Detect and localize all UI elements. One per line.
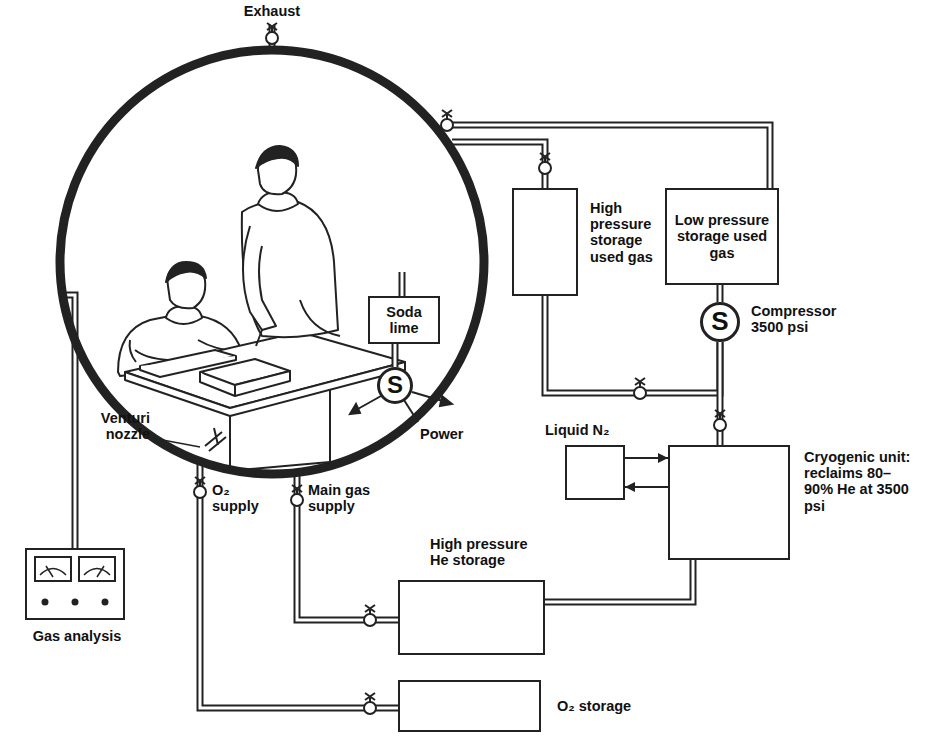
node-text: Soda lime (370, 304, 438, 336)
node-text: Low pressure storage used gas (667, 212, 777, 261)
pipe-wall (545, 296, 720, 393)
drawing-stroke (205, 428, 226, 451)
node-heading: Cryogenic unit: reclaims 80–90% He at 35… (804, 449, 916, 514)
drawing-stroke (43, 600, 48, 605)
flow-arrow (625, 453, 668, 463)
drawing-stroke (194, 477, 206, 498)
node-text: S (707, 307, 732, 336)
part-label: Venturi nozzle (80, 410, 150, 442)
drawing-stroke (103, 600, 108, 605)
drawing-stroke (440, 396, 452, 406)
gas-pipe (720, 285, 721, 302)
flow-arrow (625, 482, 668, 492)
drawing-stroke (256, 330, 262, 346)
pipe-bore (394, 344, 397, 367)
storage-tank: High pressure storage used gas (512, 188, 578, 296)
drawing-stroke (266, 23, 278, 44)
pipe-wall (392, 344, 399, 367)
pipe-bore (719, 285, 722, 302)
storage-tank: Low pressure storage used gas (665, 188, 779, 285)
gas-pipe (395, 344, 396, 367)
drawing-stroke (350, 404, 360, 414)
drawing-stroke (166, 262, 206, 282)
drawing-stroke (63, 24, 770, 708)
arrow-head (625, 482, 635, 492)
left-man (118, 262, 246, 376)
compressor-symbol: SCompressor 3500 psi (700, 302, 740, 342)
drawing-stroke (441, 110, 453, 131)
valve-symbols (194, 23, 726, 714)
part-label: Exhaust (236, 3, 308, 19)
right-man (242, 146, 340, 346)
pipe-bore (545, 296, 720, 393)
part-label: Power (418, 426, 474, 442)
drawing-stroke (152, 438, 200, 447)
drawing-stroke (125, 332, 405, 408)
scrubber-fan: S (377, 367, 413, 404)
drawing-stroke (291, 485, 303, 506)
drawing-stroke (242, 201, 338, 337)
drawing-stroke (63, 24, 770, 708)
node-heading: Compressor 3500 psi (751, 303, 851, 335)
drawing-stroke (634, 378, 646, 399)
soda-lime-box: Soda lime (368, 296, 440, 344)
drawing-stroke (73, 600, 78, 605)
chamber-wall (60, 50, 484, 474)
drawing-stroke (714, 410, 726, 431)
venturi-nozzle (152, 428, 226, 451)
nitrogen-tank: Liquid N₂ (565, 445, 625, 500)
gas-analyser: Gas analysis (25, 548, 125, 620)
drawing-stroke (200, 371, 290, 396)
node-heading: Gas analysis (17, 628, 137, 644)
drawing-stroke (130, 340, 136, 362)
drawing-stroke (46, 566, 104, 577)
drawing-stroke (300, 300, 340, 336)
drawing-stroke (364, 693, 376, 714)
drawing-stroke (364, 605, 376, 626)
cryogenic-unit: Cryogenic unit: reclaims 80–90% He at 35… (668, 445, 790, 560)
part-label: Main gas supply (308, 482, 388, 514)
arrow-head (658, 453, 668, 463)
node-heading: Liquid N₂ (545, 422, 655, 438)
table (125, 332, 405, 470)
node-text: S (383, 372, 407, 399)
pipe-work (63, 24, 770, 708)
gas-analysis-meters (35, 557, 115, 605)
gas-pipe (545, 560, 693, 602)
pipe-wall (717, 285, 724, 302)
drawing-stroke (243, 226, 276, 330)
oxygen-tank: O₂ storage (398, 680, 541, 732)
pipe-wall (545, 560, 693, 602)
drawing-stroke (256, 146, 298, 168)
drawing-stroke (539, 153, 551, 174)
node-heading: High pressure He storage (430, 536, 550, 568)
node-heading: High pressure storage used gas (590, 200, 656, 265)
drawing-stroke (356, 396, 381, 410)
pipe-bore (545, 560, 693, 602)
helium-tank: High pressure He storage (398, 580, 545, 655)
node-heading: O₂ storage (557, 698, 667, 714)
part-label: O₂ supply (212, 482, 272, 514)
gas-pipe (545, 296, 720, 393)
drawing-stroke (404, 400, 418, 422)
